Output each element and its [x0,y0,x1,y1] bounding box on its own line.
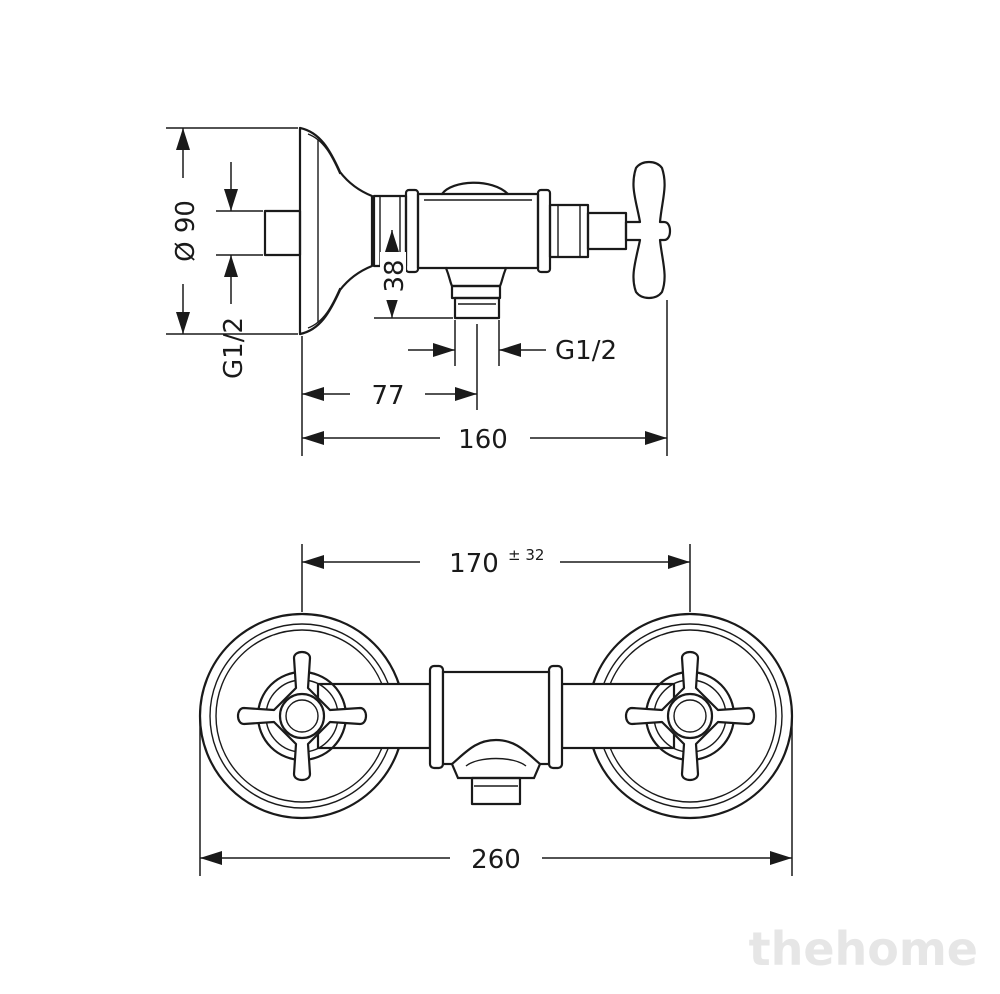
dim-outlet-drop-label: 38 [380,259,410,292]
front-outlet-thread [470,776,522,806]
right-cross-handle [624,650,756,782]
front-collar-left [428,664,445,770]
outlet-connector [450,284,502,300]
outlet-thread [453,296,501,320]
dim-outlet-thread-label: G1/2 [555,336,617,366]
body-collar-right [536,188,552,274]
wall-rosette [298,126,374,336]
front-collar-right [547,664,564,770]
dim-total-width-label: 260 [471,845,521,875]
dim-outlet-offset-label: 77 [371,381,404,411]
dim-diameter-label: Ø 90 [171,200,201,262]
spindle [586,211,628,251]
inlet-stub [263,209,302,257]
side-view: Ø 90 G1/2 38 G1/2 77 160 [166,126,672,456]
dim-center-distance-label: 170 [449,549,499,579]
cross-handle-side [624,160,672,300]
front-view: 170 ± 32 260 [198,544,794,876]
dim-center-tolerance-label: ± 32 [508,546,544,564]
dim-inlet-thread-label: G1/2 [219,317,249,379]
dim-total-depth-label: 160 [458,425,508,455]
watermark: thehome [749,922,978,976]
left-cross-handle [236,650,368,782]
mixer-body [416,192,540,270]
spindle-nut [548,203,590,259]
